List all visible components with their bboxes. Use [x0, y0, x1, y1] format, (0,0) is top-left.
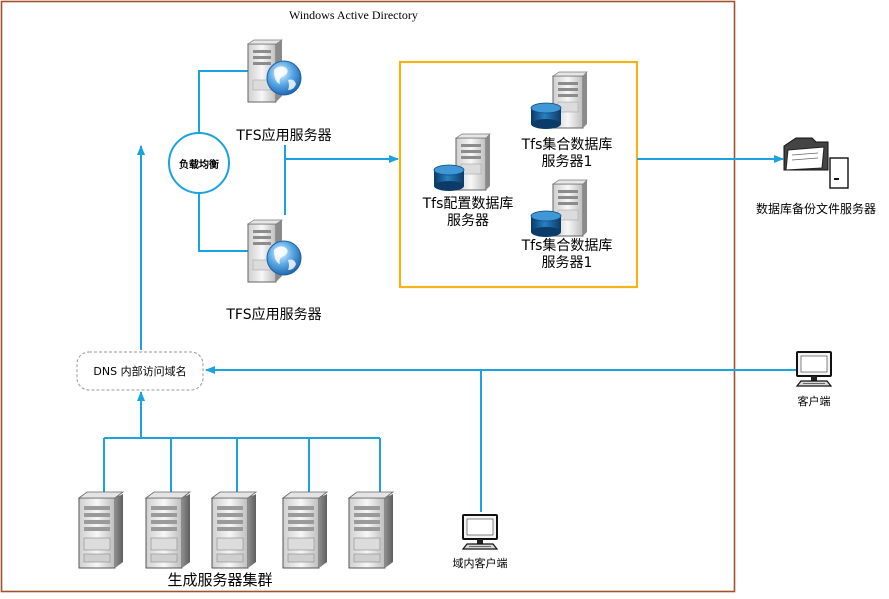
domain-client-label: 域内客户端	[452, 557, 508, 570]
domain-client-monitor-icon	[462, 514, 498, 550]
dns-label: DNS 内部访问域名	[93, 365, 187, 378]
app-server-top-icon	[247, 39, 302, 103]
collection-db2-label: Tfs集合数据库 服务器1	[507, 238, 627, 272]
client-label: 客户端	[797, 395, 831, 408]
connectors	[103, 67, 797, 512]
collection-db2-label-line2: 服务器1	[541, 255, 593, 271]
collection-db2-label-line1: Tfs集合数据库	[521, 238, 613, 254]
collection-db1-label-line2: 服务器1	[541, 154, 593, 170]
build-cluster-label: 生成服务器集群	[167, 571, 273, 589]
build-cluster-icons	[78, 491, 394, 569]
load-balancer-label: 负载均衡	[179, 160, 219, 171]
collection-db1-server-icon	[530, 71, 588, 130]
collection-db2-server-icon	[530, 179, 588, 238]
active-directory-frame	[0, 0, 736, 593]
config-db-server-icon	[433, 133, 491, 192]
backup-server-label: 数据库备份文件服务器	[755, 202, 876, 216]
load-balancer-node	[168, 132, 230, 194]
app-server-bottom-icon	[247, 219, 302, 283]
dns-box	[76, 351, 204, 391]
app-server-bottom-label: TFS应用服务器	[226, 307, 322, 323]
frame-title: Windows Active Directory	[289, 8, 418, 22]
backup-server-icon	[783, 137, 849, 189]
app-server-top-label: TFS应用服务器	[236, 128, 332, 144]
client-monitor-icon	[796, 351, 832, 387]
collection-db1-label: Tfs集合数据库 服务器1	[507, 137, 627, 171]
config-db-label: Tfs配置数据库 服务器	[408, 196, 528, 230]
database-group-box	[398, 60, 639, 289]
config-db-label-line2: 服务器	[447, 213, 489, 229]
config-db-label-line1: Tfs配置数据库	[422, 196, 514, 212]
collection-db1-label-line1: Tfs集合数据库	[521, 137, 613, 153]
